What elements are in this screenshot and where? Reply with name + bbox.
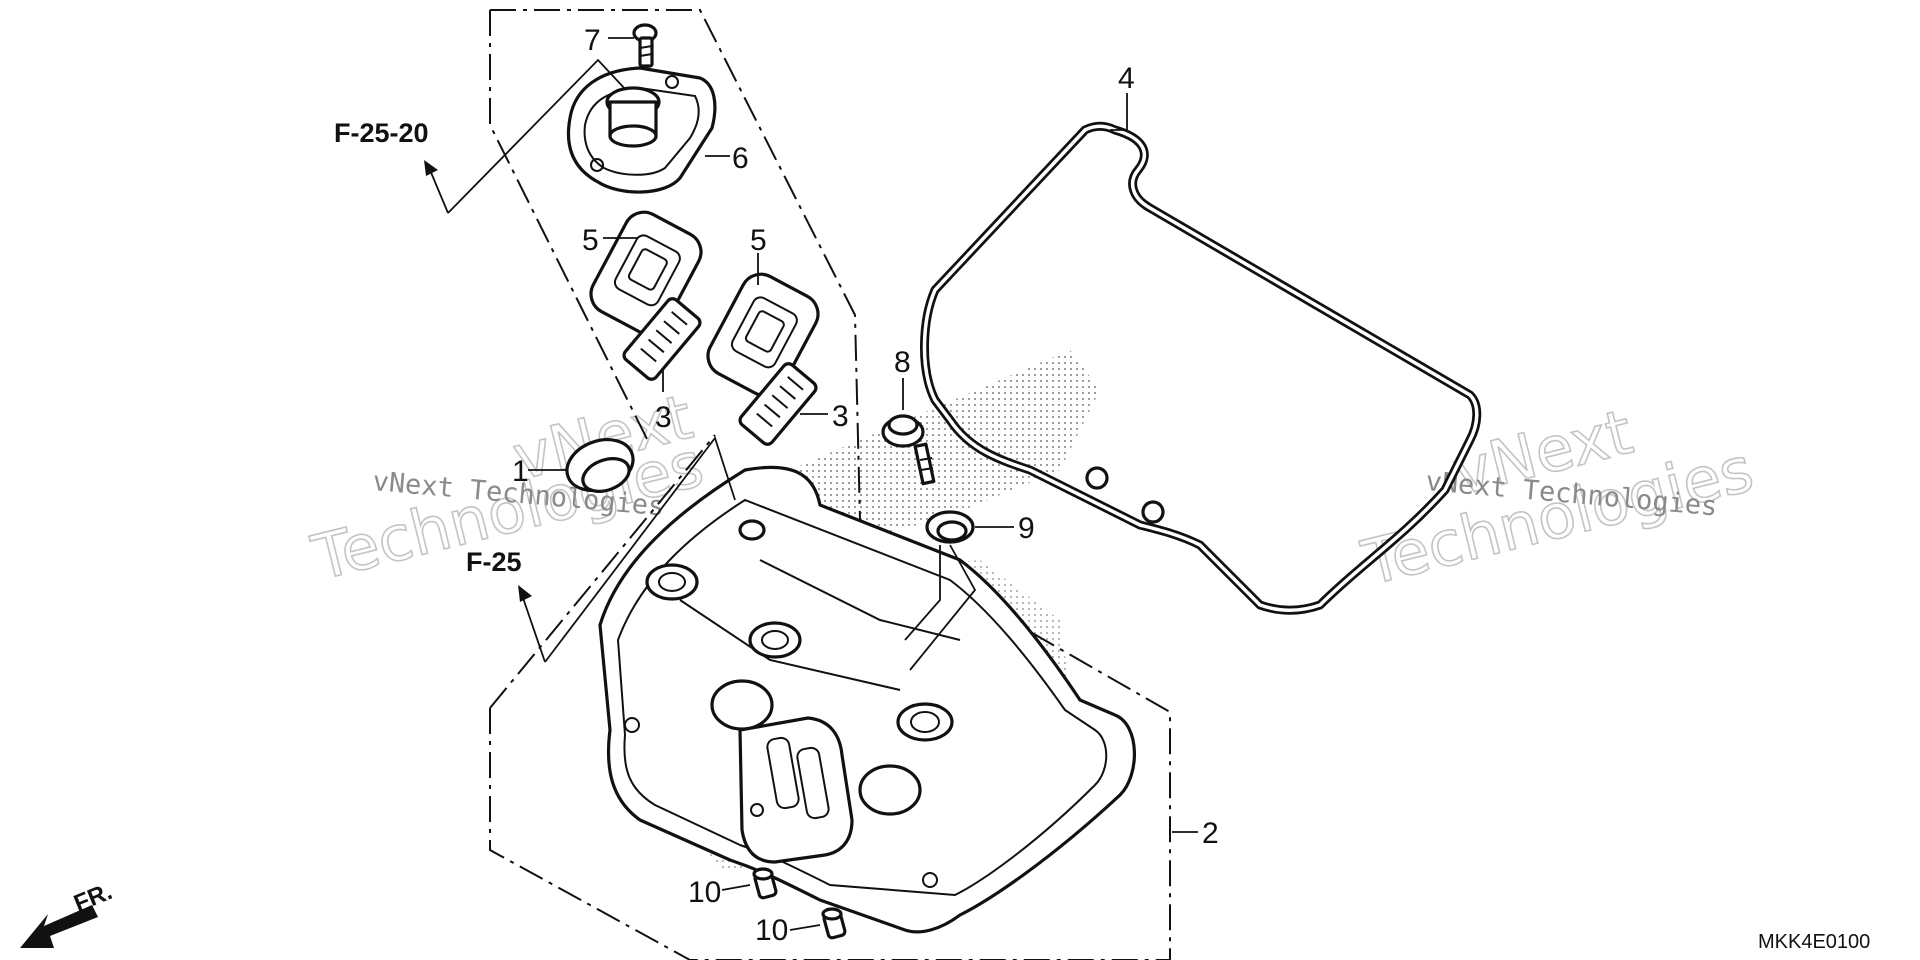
part-3-reed-plate-left bbox=[622, 297, 702, 381]
port-right bbox=[858, 764, 922, 816]
callout-3-right: 3 bbox=[832, 400, 849, 433]
callout-6: 6 bbox=[732, 142, 749, 175]
part-4-gasket bbox=[920, 121, 1482, 615]
boss-center bbox=[748, 621, 802, 659]
valve-mount bbox=[738, 716, 854, 864]
part-8-bolt bbox=[881, 414, 936, 486]
reference-label-f25: F-25 bbox=[466, 547, 522, 577]
reference-arrow-f2520 bbox=[424, 58, 627, 214]
callout-4: 4 bbox=[1118, 62, 1135, 95]
callout-9: 9 bbox=[1018, 512, 1035, 545]
front-direction-label: FR. bbox=[70, 878, 116, 918]
reference-label-f2520: F-25-20 bbox=[334, 118, 429, 148]
leader-lines bbox=[528, 37, 1198, 931]
callout-10-upper: 10 bbox=[688, 876, 721, 909]
part-7-bolt bbox=[632, 23, 658, 68]
part-1-grommet bbox=[565, 438, 635, 493]
callout-5-left: 5 bbox=[582, 224, 599, 257]
part-3-reed-plate-right bbox=[738, 362, 818, 446]
assembly-boundaries bbox=[489, 9, 1171, 960]
callout-10-lower: 10 bbox=[755, 914, 788, 947]
part-9-seal bbox=[925, 510, 975, 544]
callout-3-left: 3 bbox=[655, 401, 672, 434]
port-left bbox=[710, 679, 774, 731]
diagram-code: MKK4E0100 bbox=[1758, 931, 1870, 953]
watermark-right: vNext Technologies vNext Technologies bbox=[1354, 394, 1761, 600]
callout-7: 7 bbox=[584, 24, 601, 57]
part-6-valve-cover bbox=[566, 66, 717, 194]
callout-2: 2 bbox=[1202, 817, 1219, 850]
reference-arrow-f25 bbox=[518, 436, 736, 663]
callout-8: 8 bbox=[894, 346, 911, 379]
boss-top bbox=[738, 519, 766, 541]
front-direction-arrow: FR. bbox=[20, 878, 116, 948]
callout-1: 1 bbox=[512, 455, 529, 488]
part-2-cylinder-head-cover bbox=[598, 465, 1137, 934]
callout-5-right: 5 bbox=[750, 224, 767, 257]
part-10-dowel-pin-upper bbox=[752, 867, 778, 900]
boss-front-right bbox=[896, 702, 954, 742]
boss-rear-left bbox=[645, 563, 699, 601]
part-10-dowel-pin-lower bbox=[821, 907, 847, 940]
